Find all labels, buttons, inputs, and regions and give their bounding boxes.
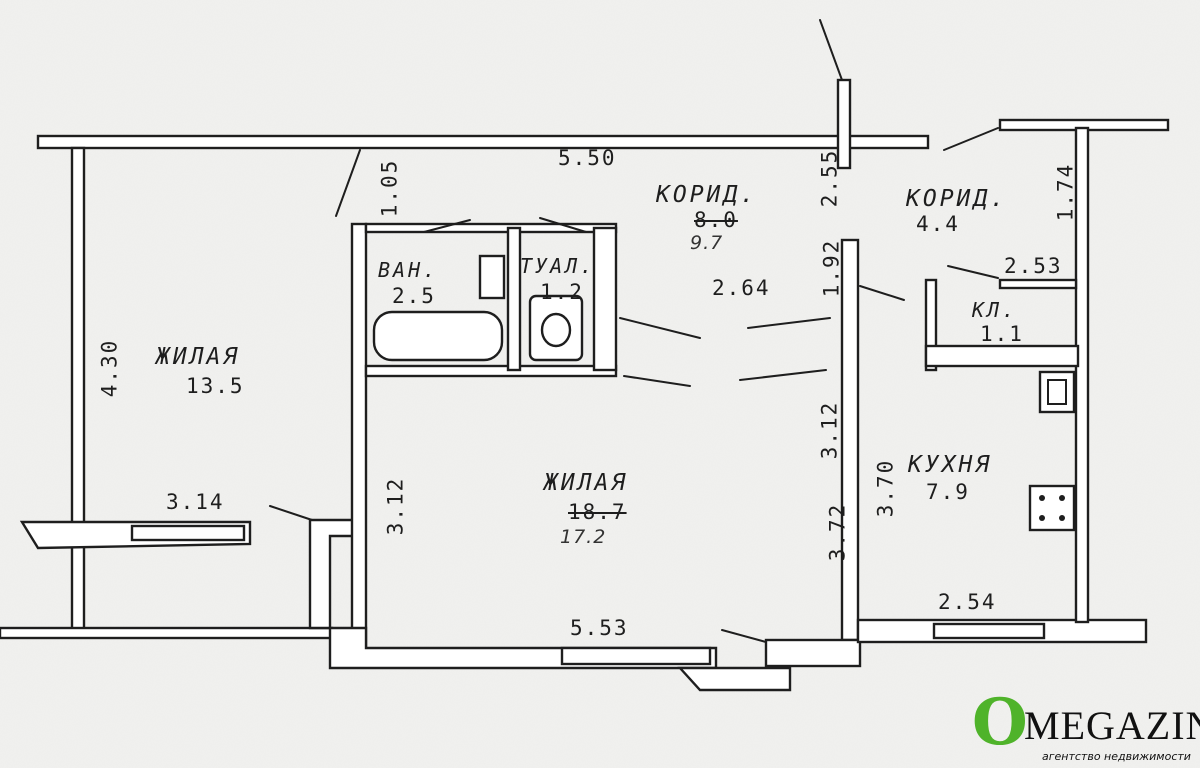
room-kitchen-name: КУХНЯ (908, 452, 993, 478)
room-living-main-name: ЖИЛАЯ (544, 470, 629, 496)
wall-partition-2 (840, 238, 860, 642)
dim-wall-stub: 1.05 (377, 158, 402, 218)
room-corridor-main-area-new: 9.7 (690, 232, 724, 254)
wall-partition-1 (350, 222, 368, 650)
wall-bottom-kitchen-stub (764, 638, 862, 668)
logo-wordmark: MEGAZIN (1024, 703, 1200, 748)
room-toilet-name: ТУАЛ. (520, 254, 596, 278)
room-living-left-area: 13.5 (186, 374, 245, 398)
window-kitchen (932, 622, 1046, 640)
dim-right-corridor-height: 1.74 (1053, 162, 1078, 222)
logo-mark: O (972, 685, 1028, 760)
dim-kitchen-left: 3.70 (873, 458, 898, 518)
bathtub (372, 310, 504, 362)
door-swings (269, 19, 999, 643)
dim-kitchen-bottom: 2.54 (938, 590, 997, 614)
wall-pantry-bottom (924, 344, 1080, 368)
wall-bottom-left (0, 626, 334, 640)
dim-pantry-width: 2.53 (1004, 254, 1063, 278)
kitchen-sink (1038, 370, 1076, 414)
wall-top (36, 134, 930, 150)
kitchen-stove (1028, 484, 1076, 532)
balcony-main (677, 666, 792, 692)
dim-main-left: 3.12 (383, 476, 408, 536)
dim-corridor-width: 2.64 (712, 276, 771, 300)
room-corridor-main-area-old: 8.0 (694, 208, 738, 232)
wall-right (1074, 126, 1090, 624)
toilet-seat (540, 312, 572, 348)
room-living-main-area-old: 18.7 (568, 500, 627, 524)
room-bathroom-area: 2.5 (392, 284, 436, 308)
dim-top-width: 5.50 (558, 146, 617, 170)
room-living-main-area-new: 17.2 (560, 526, 607, 548)
wall-toilet-right (592, 226, 618, 372)
wall-bath-toilet (506, 226, 522, 372)
logo-subtitle: агентство недвижимости (1042, 750, 1191, 763)
window-left (130, 524, 246, 542)
room-kitchen-area: 7.9 (926, 480, 970, 504)
dim-left-height: 4.30 (97, 338, 122, 398)
dim-main-right: 3.12 (817, 400, 842, 460)
room-corridor-right-name: КОРИД. (906, 186, 1008, 212)
dim-kitchen-left-alt: 3.72 (825, 502, 850, 562)
dim-left-bottom: 3.14 (166, 490, 225, 514)
dim-main-bottom: 5.53 (570, 616, 629, 640)
kitchen-sink-basin (1047, 379, 1067, 405)
room-corridor-right-area: 4.4 (916, 212, 960, 236)
room-pantry-area: 1.1 (980, 322, 1024, 346)
wall-bath-top (364, 222, 618, 234)
room-pantry-name: КЛ. (972, 298, 1018, 322)
dim-corridor-height: 2.55 (817, 148, 842, 208)
room-bathroom-name: ВАН. (378, 258, 439, 282)
room-toilet-area: 1.2 (540, 280, 584, 304)
stove-burners (1039, 495, 1065, 521)
room-living-left-name: ЖИЛАЯ (156, 344, 241, 370)
wall-pantry-left (924, 278, 938, 372)
wall-top-stub (836, 78, 852, 170)
agency-logo: O MEGAZIN агентство недвижимости (968, 688, 1200, 768)
sink (478, 254, 506, 300)
room-corridor-main-name: КОРИД. (656, 182, 758, 208)
wall-bath-bottom (364, 364, 618, 378)
wall-pantry-top (998, 278, 1078, 290)
dim-corridor-side: 1.92 (819, 238, 844, 298)
wall-left (70, 146, 86, 634)
window-main (560, 646, 712, 666)
